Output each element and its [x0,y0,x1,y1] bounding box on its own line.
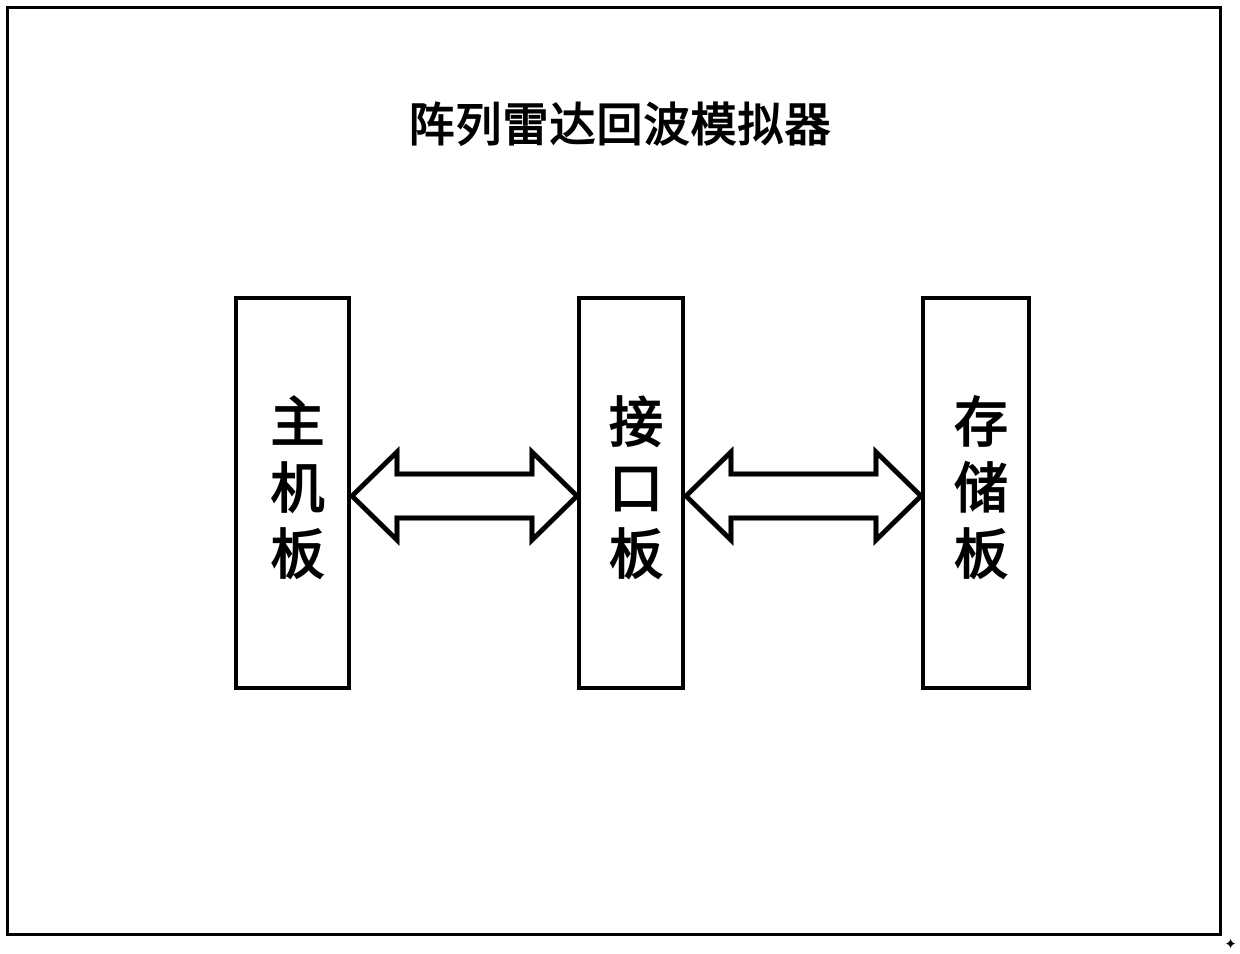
double-headed-arrow-icon [684,446,923,546]
corner-registration-mark: ✦ [1224,935,1237,953]
block-interface-board: 接口板 [577,296,685,690]
double-headed-arrow-icon [350,446,579,546]
block-interface-board-label: 接口板 [599,394,663,592]
diamond-icon: ✦ [1224,935,1237,953]
page-title: 阵列雷达回波模拟器 [408,98,832,152]
block-host-board: 主机板 [234,296,351,690]
connector-host-interface [350,446,579,546]
block-storage-board: 存储板 [921,296,1031,690]
block-host-board-label: 主机板 [261,394,324,592]
block-storage-board-label: 存储板 [944,394,1008,592]
connector-interface-storage [684,446,923,546]
